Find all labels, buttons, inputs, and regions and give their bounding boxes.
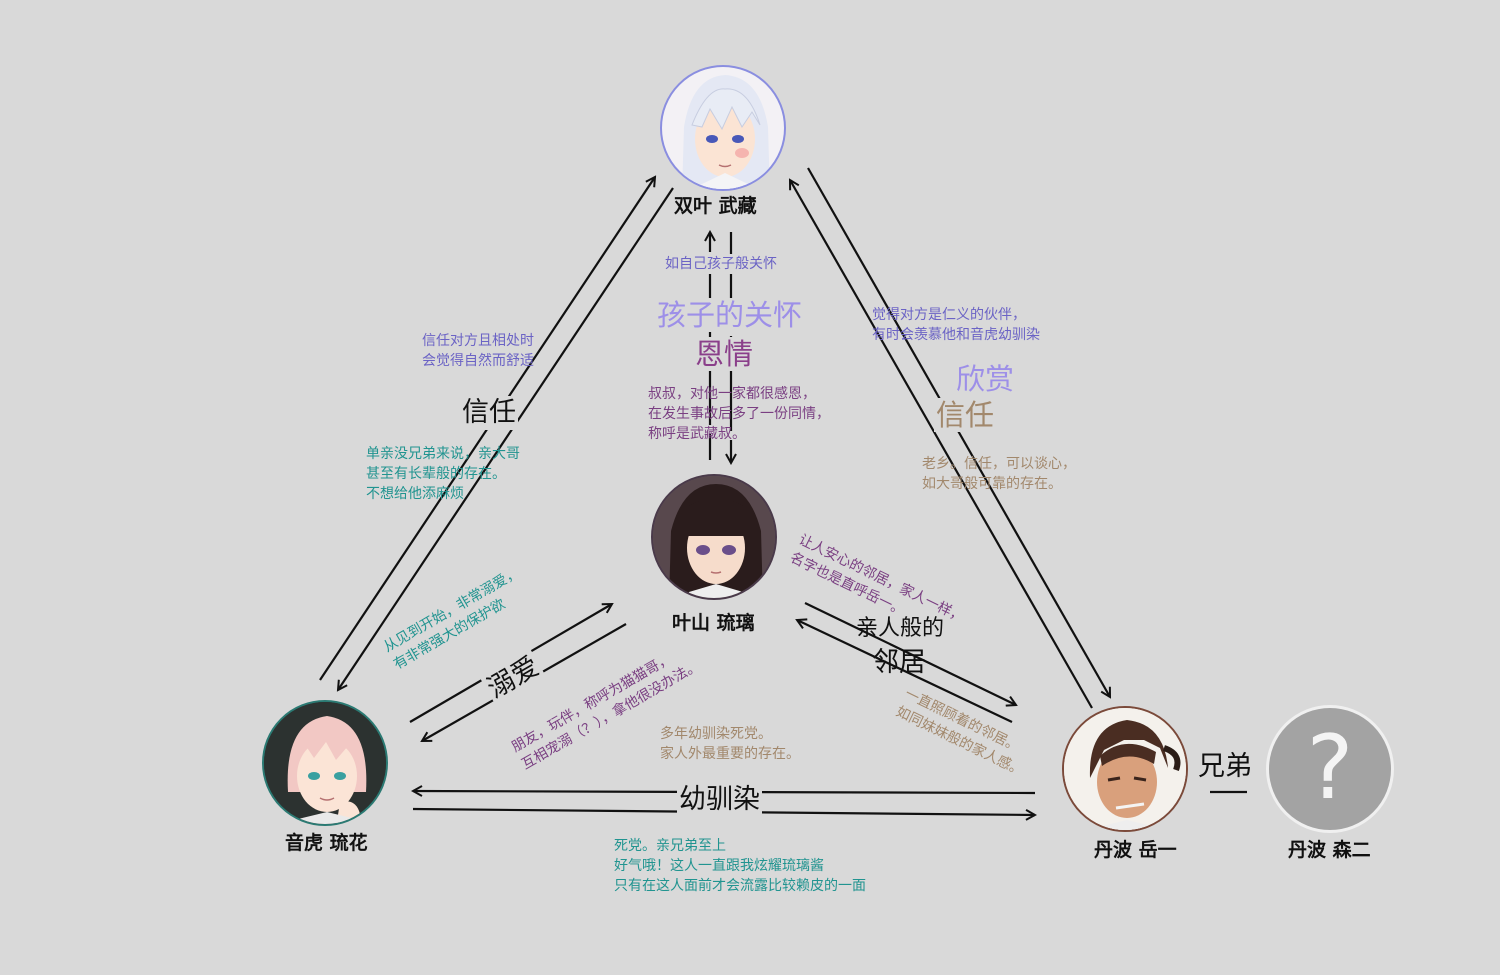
gakuichi-to-ruka-note: 多年幼驯染死党。 家人外最重要的存在。 xyxy=(660,726,800,762)
arrow-gakuichi-to-ruri xyxy=(797,620,1013,723)
musashi-name: 双叶 武藏 xyxy=(674,195,757,217)
gakuichi-portrait xyxy=(1062,706,1188,832)
ruri-to-musashi-note: 叔叔，对他一家都很感恩， 在发生事故后多了一份同情， 称呼是武藏叔。 xyxy=(648,386,830,442)
shinji-name: 丹波 森二 xyxy=(1288,839,1371,861)
musashi-face-illustration xyxy=(682,75,770,189)
ruka-gakuichi-label: 幼驯染 xyxy=(677,783,762,817)
ruka-name: 音虎 琉花 xyxy=(285,832,368,854)
arrow-ruri-to-gakuichi xyxy=(804,602,1016,705)
musashi-to-ruka-note: 信任对方且相处时 会觉得自然而舒适 xyxy=(422,333,534,369)
brothers-label: 兄弟 xyxy=(1198,751,1252,782)
ruka-musashi-label: 信任 xyxy=(460,396,518,430)
arrow-gakuichi-to-musashi xyxy=(790,180,1093,709)
ruka-to-musashi-note: 单亲没兄弟来说，亲大哥 甚至有长辈般的存在。 不想给他添麻烦 xyxy=(366,446,520,502)
ruri-portrait xyxy=(651,474,777,600)
question-mark-icon: ? xyxy=(1306,716,1354,819)
musashi-to-gakuichi-note: 觉得对方是仁义的伙伴， 有时会羡慕他和音虎幼驯染 xyxy=(872,307,1040,343)
gakuichi-to-musashi-label: 信任 xyxy=(934,398,997,432)
musashi-to-gakuichi-label: 欣赏 xyxy=(954,362,1017,396)
gakuichi-name: 丹波 岳一 xyxy=(1094,839,1177,861)
arrow-musashi-to-gakuichi xyxy=(807,167,1110,697)
ruri-to-musashi-label: 恩情 xyxy=(693,337,756,371)
musashi-to-ruri-label: 孩子的关怀 xyxy=(655,298,805,332)
arrow-musashi-to-ruka xyxy=(338,187,674,690)
gakuichi-to-musashi-note: 老乡。信任，可以谈心， 如大哥般可靠的存在。 xyxy=(922,456,1076,492)
ruka-portrait xyxy=(262,700,388,826)
ruka-face-illustration xyxy=(264,702,386,824)
ruri-gakuichi-label-b: 邻居 xyxy=(872,647,926,678)
musashi-portrait xyxy=(660,65,786,191)
gakuichi-face-illustration xyxy=(1064,708,1186,830)
ruri-face-illustration xyxy=(653,476,775,598)
ruri-name: 叶山 琉璃 xyxy=(672,612,755,634)
shinji-portrait-unknown: ? xyxy=(1266,705,1394,833)
musashi-to-ruri-note: 如自己孩子般关怀 xyxy=(663,254,779,274)
ruka-to-gakuichi-note: 死党。亲兄弟至上 好气哦！这人一直跟我炫耀琉璃酱 只有在这人面前才会流露比较赖皮… xyxy=(614,838,866,894)
ruri-gakuichi-label-a: 亲人般的 xyxy=(856,616,945,641)
